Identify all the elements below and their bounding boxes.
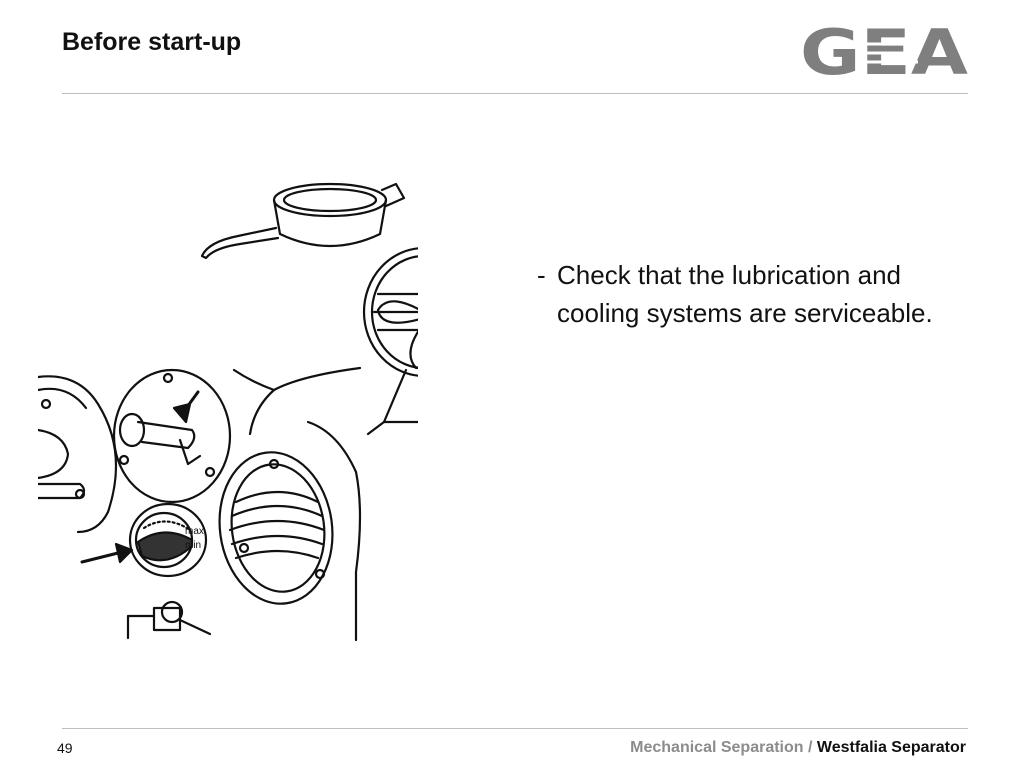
footer-text: Mechanical Separation / Westfalia Separa… [630,739,966,757]
footer-brand: Westfalia Separator [816,739,966,756]
page-number: 49 [57,740,73,756]
gauge-max-label: max [185,526,204,537]
gea-logo-icon: GEA [800,16,968,89]
oil-level-gauge-icon: max min [80,502,208,578]
footer-divider [62,728,968,729]
bullet-point: - Check that the lubrication and cooling… [537,256,957,332]
bullet-text: Check that the lubrication and cooling s… [557,260,933,328]
gea-logo: GEA [798,16,970,89]
footer-department: Mechanical Separation [630,739,804,756]
cooling-fan-icon [362,246,486,436]
illustration: max min [36,172,486,642]
bullet-marker: - [537,260,546,290]
separator-body-icon [36,366,362,642]
drain-plug-icon [126,600,212,640]
oil-filler-cover-icon [112,368,232,504]
separator-lubrication-cooling-drawing-icon: max min [36,182,486,642]
footer-separator: / [808,739,813,756]
logo-text: GEA [800,22,968,80]
slide-title: Before start-up [62,28,242,56]
oil-pan-icon [200,182,406,260]
gauge-min-label: min [185,540,201,551]
title-divider [62,93,968,94]
motor-vent-cover-icon [218,451,334,605]
